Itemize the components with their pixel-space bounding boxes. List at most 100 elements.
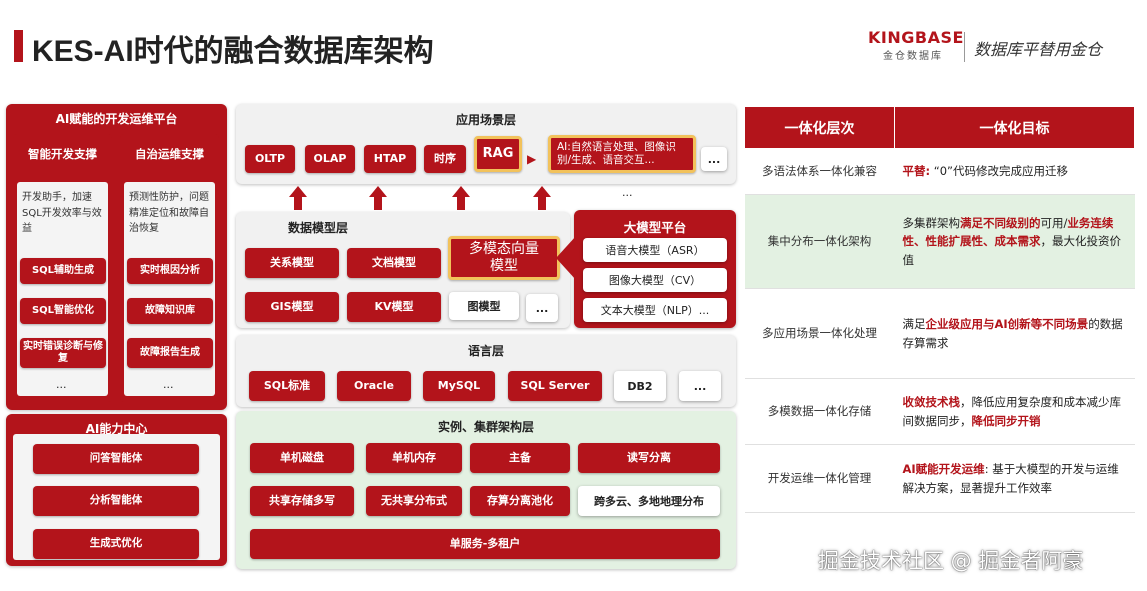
single-service-multitenant[interactable]: 单服务-多租户 [250,529,720,559]
relational-model[interactable]: 关系模型 [245,248,339,278]
integration-goal-cell: 满足企业级应用与AI创新等不同场景的数据存算需求 [894,288,1135,379]
fault-report-gen[interactable]: 故障报告生成 [127,338,213,368]
llm-platform-title: 大模型平台 [623,220,687,235]
integration-level-cell: 多语法体系一体化兼容 [744,148,895,195]
language-more[interactable]: ... [679,371,721,401]
oracle-syntax[interactable]: Oracle [337,371,411,401]
generative-optimization[interactable]: 生成式优化 [33,529,199,559]
qa-agent[interactable]: 问答智能体 [33,444,199,474]
vision-llm[interactable]: 图像大模型（CV） [583,268,727,292]
highlight-text: 降低同步开销 [971,413,1041,428]
multimodal-vector-model[interactable]: 多模态向量模型 [448,236,560,280]
read-write-split[interactable]: 读写分离 [578,443,720,473]
dev-more: ... [56,378,67,391]
app-ellipsis-below: ... [622,186,633,199]
table-row: 集中分布一体化架构多集群架构满足不同级别的可用/业务连续性、性能扩展性、成本需求… [744,194,1135,289]
page-title: KES-AI时代的融合数据库架构 [32,35,434,68]
kv-model[interactable]: KV模型 [347,292,441,322]
highlight-text: 业务连续性、性能扩展性、成本需求 [902,215,1114,249]
goal-text: : 基于大模型的开发与运维解决方案，显著提升工作效率 [902,462,1119,495]
timeseries-button[interactable]: 时序 [424,145,466,173]
shared-nothing-distributed[interactable]: 无共享分布式 [366,486,462,516]
logo-sub: 金仓数据库 [883,51,943,62]
instance-layer-title: 实例、集群架构层 [437,420,534,434]
platform-title: AI赋能的开发运维平台 [55,112,178,126]
data-model-title: 数据模型层 [287,221,348,235]
integration-level-cell: 集中分布一体化架构 [744,194,895,289]
sql-assist-gen[interactable]: SQL辅助生成 [20,258,106,284]
sqlserver-syntax[interactable]: SQL Server [508,371,602,401]
llm-connector [556,236,576,280]
shared-storage-multiwrite[interactable]: 共享存储多写 [250,486,354,516]
goal-text: 的数据存算需求 [902,317,1123,350]
speech-llm[interactable]: 语音大模型（ASR） [583,238,727,262]
sql-standard[interactable]: SQL标准 [249,371,325,401]
data-model-more[interactable]: ... [526,294,558,322]
table-row: 多模数据一体化存储收敛技术栈，降低应用复杂度和成本减少库间数据同步，降低同步开销 [744,378,1135,445]
integration-goal-cell: 多集群架构满足不同级别的可用/业务连续性、性能扩展性、成本需求，最大化投资价值 [894,194,1135,289]
kingbase-logo: KINGBASE 金仓数据库 [868,28,964,62]
logo-divider [964,32,965,62]
integration-goal-cell: AI赋能开发运维: 基于大模型的开发与运维解决方案，显著提升工作效率 [894,444,1135,513]
rag-button[interactable]: RAG [474,136,522,172]
table-row: 多应用场景一体化处理满足企业级应用与AI创新等不同场景的数据存算需求 [744,288,1135,379]
multi-cloud-geo[interactable]: 跨多云、多地地理分布 [578,486,720,516]
logo-brand: KINGBASE [868,28,964,47]
goal-text: 多集群架构 [902,215,961,230]
highlight-text: 企业级应用与AI创新等不同场景 [925,317,1089,332]
up-arrow-3 [452,186,470,210]
up-arrow-1 [289,186,307,210]
header-goal: 一体化目标 [894,106,1135,149]
text-llm[interactable]: 文本大模型（NLP）... [583,298,727,322]
header-level: 一体化层次 [744,106,895,149]
goal-text: 可用/ [1040,215,1068,230]
document-model[interactable]: 文档模型 [347,248,441,278]
db2-syntax[interactable]: DB2 [614,371,666,401]
ops-more: ... [163,378,174,391]
realtime-root-cause[interactable]: 实时根因分析 [127,258,213,284]
realtime-error-diag[interactable]: 实时错误诊断与修复 [20,338,106,368]
mysql-syntax[interactable]: MySQL [423,371,495,401]
integration-level-cell: 开发运维一体化管理 [744,444,895,513]
ai-capabilities-box[interactable]: AI:自然语言处理、图像识别/生成、语音交互... [548,135,696,173]
slogan: 数据库平替用金仓 [974,40,1103,59]
ops-support-desc: 预测性防护，问题精准定位和故障自治恢复 [129,192,209,234]
integration-goal-cell: 平替: “0”代码修改完成应用迁移 [894,148,1135,195]
up-arrow-4 [533,186,551,210]
highlight-text: 平替: [902,164,931,179]
goal-text: ，最大化投资价值 [902,234,1122,267]
single-disk[interactable]: 单机磁盘 [250,443,354,473]
sql-smart-opt[interactable]: SQL智能优化 [20,298,106,324]
dev-support-desc: 开发助手，加速SQL开发效率与效益 [22,192,102,234]
analysis-agent[interactable]: 分析智能体 [33,486,199,516]
dev-support-title: 智能开发支撑 [28,147,97,161]
primary-standby[interactable]: 主备 [470,443,570,473]
table-header-row: 一体化层次 一体化目标 [744,106,1135,149]
ai-box-arrow: ▶ [527,152,537,166]
graph-model[interactable]: 图模型 [449,292,519,320]
integration-goal-cell: 收敛技术栈，降低应用复杂度和成本减少库间数据同步，降低同步开销 [894,378,1135,445]
language-layer-title: 语言层 [467,344,504,358]
goal-text: 满足 [902,317,926,332]
compute-storage-pooling[interactable]: 存算分离池化 [470,486,570,516]
watermark-text: 掘金技术社区 @ 掘金者阿豪 [818,549,1084,573]
gis-model[interactable]: GIS模型 [245,292,339,322]
goal-text: “0”代码修改完成应用迁移 [930,164,1068,179]
title-accent-bar [14,30,23,62]
table-row: 多语法体系一体化兼容平替: “0”代码修改完成应用迁移 [744,148,1135,195]
app-more-button[interactable]: ... [701,147,727,171]
htap-button[interactable]: HTAP [364,145,416,173]
single-memory[interactable]: 单机内存 [366,443,462,473]
fault-knowledge-base[interactable]: 故障知识库 [127,298,213,324]
olap-button[interactable]: OLAP [305,145,355,173]
oltp-button[interactable]: OLTP [245,145,295,173]
goal-text: ，降低应用复杂度和成本减少库间数据同步， [902,395,1122,428]
highlight-text: 收敛技术栈 [902,395,961,410]
up-arrow-2 [369,186,387,210]
integration-goals-table: 一体化层次 一体化目标 多语法体系一体化兼容平替: “0”代码修改完成应用迁移集… [744,106,1135,513]
ai-center-title: AI能力中心 [85,422,148,436]
ops-support-title: 自治运维支撑 [135,147,204,161]
integration-level-cell: 多应用场景一体化处理 [744,288,895,379]
highlight-text: 满足不同级别的 [960,215,1041,230]
